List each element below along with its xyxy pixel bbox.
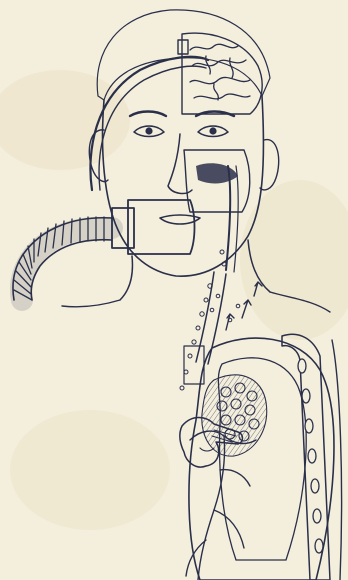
paper-stain (10, 410, 170, 530)
left-pupil (145, 127, 152, 134)
right-pupil (209, 127, 216, 134)
